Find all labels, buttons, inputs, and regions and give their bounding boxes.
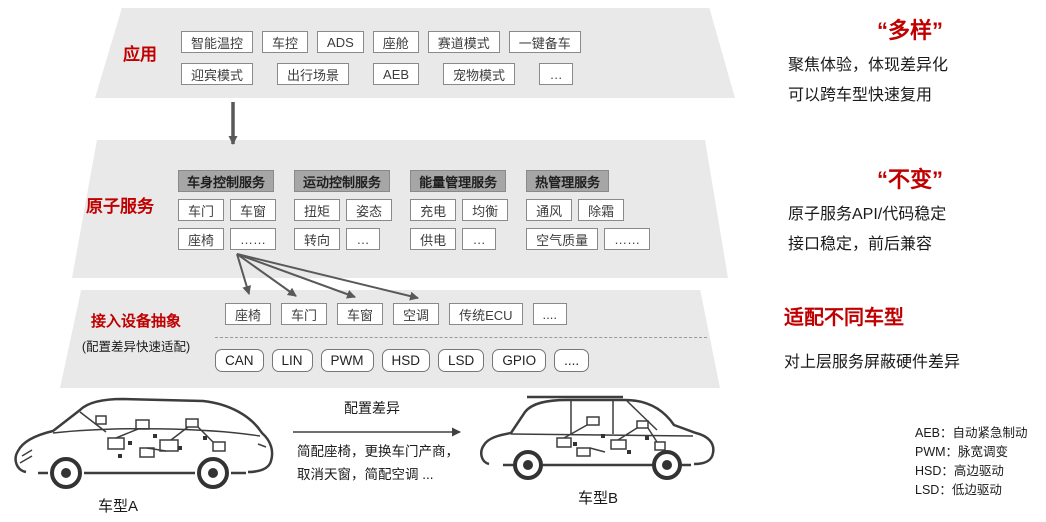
legend-line: LSD：低边驱动: [915, 483, 1002, 497]
service-chip: 除霜: [578, 199, 625, 221]
application-chip-row-2: 迎宾模式 出行场景 AEB 宠物模式 …: [181, 63, 581, 85]
service-chip-ellipsis: …: [346, 228, 381, 250]
note-stable-line: 原子服务API/代码稳定: [788, 206, 947, 223]
service-chip-row: 扭矩 姿态: [294, 199, 393, 221]
service-chip-ellipsis: ……: [604, 228, 651, 250]
device-chip: 车窗: [337, 303, 384, 325]
car-b-label: 车型B: [578, 490, 619, 507]
bus-chip-ellipsis: ....: [554, 349, 590, 372]
car-b-illustration: [480, 395, 715, 480]
service-group-thermal-management: 热管理服务 通风 除霜 空气质量 ……: [526, 170, 651, 250]
service-group-body-control: 车身控制服务 车门 车窗 座椅 ……: [178, 170, 277, 250]
app-chip-ellipsis: …: [539, 63, 574, 85]
legend-line: HSD：高边驱动: [915, 464, 1004, 478]
service-group-header: 热管理服务: [526, 170, 610, 192]
note-stable-title: “不变”: [876, 167, 943, 192]
car-a-label: 车型A: [98, 498, 139, 515]
legend-line: AEB：自动紧急制动: [915, 426, 1028, 440]
service-chip-ellipsis: …: [462, 228, 497, 250]
bus-chip: GPIO: [492, 349, 547, 372]
app-chip: 赛道模式: [427, 31, 500, 53]
bus-chip: HSD: [381, 349, 431, 372]
device-chip: 传统ECU: [449, 303, 523, 325]
note-diverse: “多样” 聚焦体验，体现差异化 可以跨车型快速复用: [784, 13, 1036, 109]
device-abstraction-sublabel: (配置差异快速适配): [81, 340, 191, 354]
app-chip: 一键备车: [508, 31, 581, 53]
abbreviation-legend: AEB：自动紧急制动 PWM：脉宽调变 HSD：高边驱动 LSD：低边驱动: [915, 424, 1028, 500]
service-chip: 供电: [410, 228, 457, 250]
service-chip: 扭矩: [294, 199, 341, 221]
service-chip-row: 转向 …: [294, 228, 392, 250]
bus-chip: LIN: [271, 349, 313, 372]
config-diff-line: 取消天窗，简配空调 ...: [297, 467, 434, 482]
atomic-services-label: 原子服务: [86, 197, 154, 216]
app-chip: 智能温控: [181, 31, 254, 53]
note-diverse-line: 聚焦体验，体现差异化: [788, 57, 949, 74]
device-abstraction-band: 接入设备抽象 (配置差异快速适配) 座椅 车门 车窗 空调 传统ECU ....…: [60, 290, 720, 388]
device-bus-divider: [215, 337, 707, 338]
service-group-header: 能量管理服务: [410, 170, 507, 192]
service-chip-row: 充电 均衡: [410, 199, 509, 221]
service-chip: 充电: [410, 199, 457, 221]
service-chip: 空气质量: [526, 228, 599, 250]
bus-chip: LSD: [438, 349, 485, 372]
bus-chip: PWM: [320, 349, 374, 372]
bus-chip: CAN: [215, 349, 264, 372]
atomic-service-groups: 车身控制服务 车门 车窗 座椅 …… 运动控制服务 扭矩 姿态 转向: [178, 170, 651, 250]
service-group-header: 运动控制服务: [294, 170, 391, 192]
device-chip: 空调: [393, 303, 440, 325]
service-chip-row: 空气质量 ……: [526, 228, 651, 250]
device-chip-row: 座椅 车门 车窗 空调 传统ECU ....: [225, 303, 707, 325]
note-adapt: 适配不同车型 对上层服务屏蔽硬件差异: [780, 301, 1032, 376]
service-chip-ellipsis: ……: [230, 228, 277, 250]
service-chip-row: 通风 除霜: [526, 199, 650, 221]
device-chip: 车门: [281, 303, 328, 325]
service-chip-row: 车门 车窗: [178, 199, 277, 221]
device-abstraction-labelblock: 接入设备抽象 (配置差异快速适配): [60, 310, 212, 355]
service-group-energy-management: 能量管理服务 充电 均衡 供电 …: [410, 170, 509, 250]
note-diverse-title: “多样”: [876, 18, 943, 43]
app-chip: 迎宾模式: [181, 63, 254, 85]
service-group-header: 车身控制服务: [178, 170, 275, 192]
atomic-services-band: 原子服务 车身控制服务 车门 车窗 座椅 …… 运动控制服务 扭矩 姿态: [72, 140, 728, 278]
note-diverse-line: 可以跨车型快速复用: [788, 87, 933, 104]
service-chip: 姿态: [346, 199, 393, 221]
note-stable-line: 接口稳定，前后兼容: [788, 236, 933, 253]
config-diff-arrow-label: 配置差异: [344, 400, 400, 416]
service-group-motion-control: 运动控制服务 扭矩 姿态 转向 …: [294, 170, 393, 250]
bus-chip-row: CAN LIN PWM HSD LSD GPIO ....: [215, 349, 707, 372]
application-chip-row-1: 智能温控 车控 ADS 座舱 赛道模式 一键备车: [181, 31, 581, 53]
app-chip: 出行场景: [277, 63, 350, 85]
service-chip: 座椅: [178, 228, 225, 250]
config-diff-line: 简配座椅，更换车门产商，: [297, 444, 459, 459]
service-chip: 车窗: [230, 199, 277, 221]
app-chip: ADS: [317, 31, 364, 53]
note-adapt-line: 对上层服务屏蔽硬件差异: [784, 354, 961, 371]
app-chip: 车控: [262, 31, 309, 53]
service-chip: 车门: [178, 199, 225, 221]
app-chip: AEB: [373, 63, 420, 85]
device-chip-ellipsis: ....: [532, 303, 567, 325]
device-abstraction-label: 接入设备抽象: [90, 313, 181, 330]
car-a-illustration: [14, 397, 274, 489]
app-chip: 宠物模式: [443, 63, 516, 85]
device-chip: 座椅: [225, 303, 272, 325]
application-layer-label: 应用: [123, 45, 157, 64]
note-adapt-title: 适配不同车型: [784, 307, 904, 329]
config-diff-description: 简配座椅，更换车门产商， 取消天窗，简配空调 ...: [297, 440, 459, 486]
legend-line: PWM：脉宽调变: [915, 445, 1009, 459]
service-chip-row: 供电 …: [410, 228, 508, 250]
app-chip: 座舱: [372, 31, 419, 53]
service-chip: 均衡: [462, 199, 509, 221]
application-layer-band: 应用 智能温控 车控 ADS 座舱 赛道模式 一键备车 迎宾模式 出行场景 AE…: [95, 8, 735, 98]
service-chip: 通风: [526, 199, 573, 221]
service-chip: 转向: [294, 228, 341, 250]
note-stable: “不变” 原子服务API/代码稳定 接口稳定，前后兼容: [784, 162, 1036, 258]
device-abstraction-content: 座椅 车门 车窗 空调 传统ECU .... CAN LIN PWM HSD L…: [215, 303, 707, 372]
service-chip-row: 座椅 ……: [178, 228, 277, 250]
application-chips: 智能温控 车控 ADS 座舱 赛道模式 一键备车 迎宾模式 出行场景 AEB 宠…: [181, 31, 581, 85]
